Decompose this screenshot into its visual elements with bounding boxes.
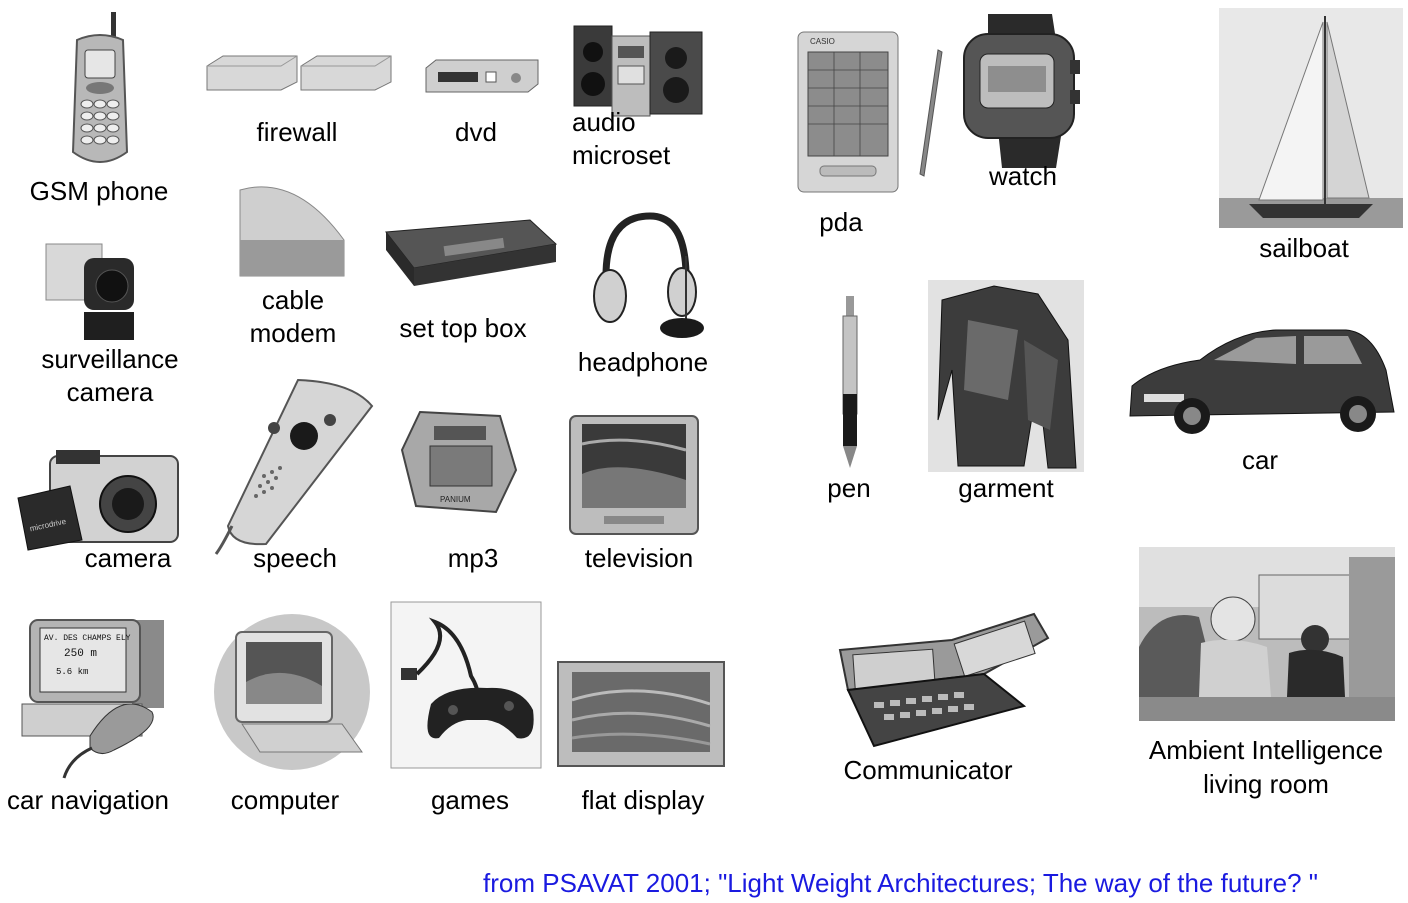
- camera-label: camera: [84, 543, 172, 573]
- car-label: car: [1241, 445, 1279, 475]
- computer-image: [214, 614, 370, 770]
- flat-display-image: [557, 661, 725, 767]
- nav-screen-line3: 5.6 km: [56, 667, 88, 677]
- car-navigation-label: car navigation: [7, 785, 169, 815]
- television-label: television: [584, 543, 694, 573]
- garment-label: garment: [958, 473, 1054, 503]
- surveillance-camera-image: [45, 243, 134, 340]
- mp3-image: PANIUM: [400, 410, 518, 514]
- ambient-label-line2: living room: [1203, 769, 1329, 799]
- speech-image: [214, 378, 374, 555]
- audio-label-line2: microset: [572, 140, 671, 170]
- car-image: [1129, 329, 1395, 434]
- surveillance-label-line1: surveillance: [41, 344, 179, 374]
- sailboat-image: [1219, 8, 1403, 228]
- speech-label: speech: [253, 543, 337, 573]
- watch-image: [963, 14, 1080, 168]
- gsm-phone-image: [71, 12, 129, 163]
- pen-image: [842, 296, 858, 468]
- ambient-label-line1: Ambient Intelligence: [1148, 735, 1384, 765]
- firewall-label: firewall: [256, 117, 338, 147]
- mp3-brand-text: PANIUM: [440, 495, 471, 504]
- garment-image: [928, 280, 1084, 472]
- source-caption: from PSAVAT 2001; "Light Weight Architec…: [483, 868, 1318, 898]
- car-navigation-image: AV. DES CHAMPS ELY 250 m 5.6 km: [21, 619, 164, 779]
- games-label: games: [430, 785, 510, 815]
- firewall-image: [206, 55, 392, 91]
- communicator-image: [838, 612, 1050, 748]
- gsm-phone-label: GSM phone: [29, 176, 169, 206]
- set-top-box-label: set top box: [399, 313, 527, 343]
- cable-modem-image: [239, 186, 345, 277]
- headphone-image: [593, 212, 704, 338]
- nav-screen-line2: 250 m: [64, 648, 97, 660]
- dvd-label: dvd: [455, 117, 497, 147]
- pda-brand-text: CASIO: [810, 37, 835, 46]
- cable-modem-label-line2: modem: [249, 318, 337, 348]
- games-image: [390, 601, 542, 769]
- pen-label: pen: [827, 473, 871, 503]
- nav-screen-line1: AV. DES CHAMPS ELY: [44, 634, 131, 643]
- flat-display-label: flat display: [581, 785, 705, 815]
- mp3-label: mp3: [447, 543, 499, 573]
- communicator-label: Communicator: [843, 755, 1013, 785]
- camera-image: microdrive: [17, 450, 179, 551]
- headphone-label: headphone: [577, 347, 709, 377]
- sailboat-label: sailboat: [1259, 233, 1349, 263]
- watch-label: watch: [989, 161, 1057, 191]
- ambient-living-room-image: [1139, 547, 1395, 721]
- computer-label: computer: [230, 785, 340, 815]
- television-image: [569, 415, 699, 535]
- audio-label-line1: audio: [572, 107, 636, 137]
- pda-label: pda: [819, 207, 863, 237]
- surveillance-label-line2: camera: [66, 377, 154, 407]
- cable-modem-label-line1: cable: [261, 285, 325, 315]
- pda-image: CASIO: [797, 31, 943, 193]
- dvd-image: [425, 59, 539, 93]
- set-top-box-image: [385, 219, 558, 286]
- audio-microset-image: [573, 25, 703, 117]
